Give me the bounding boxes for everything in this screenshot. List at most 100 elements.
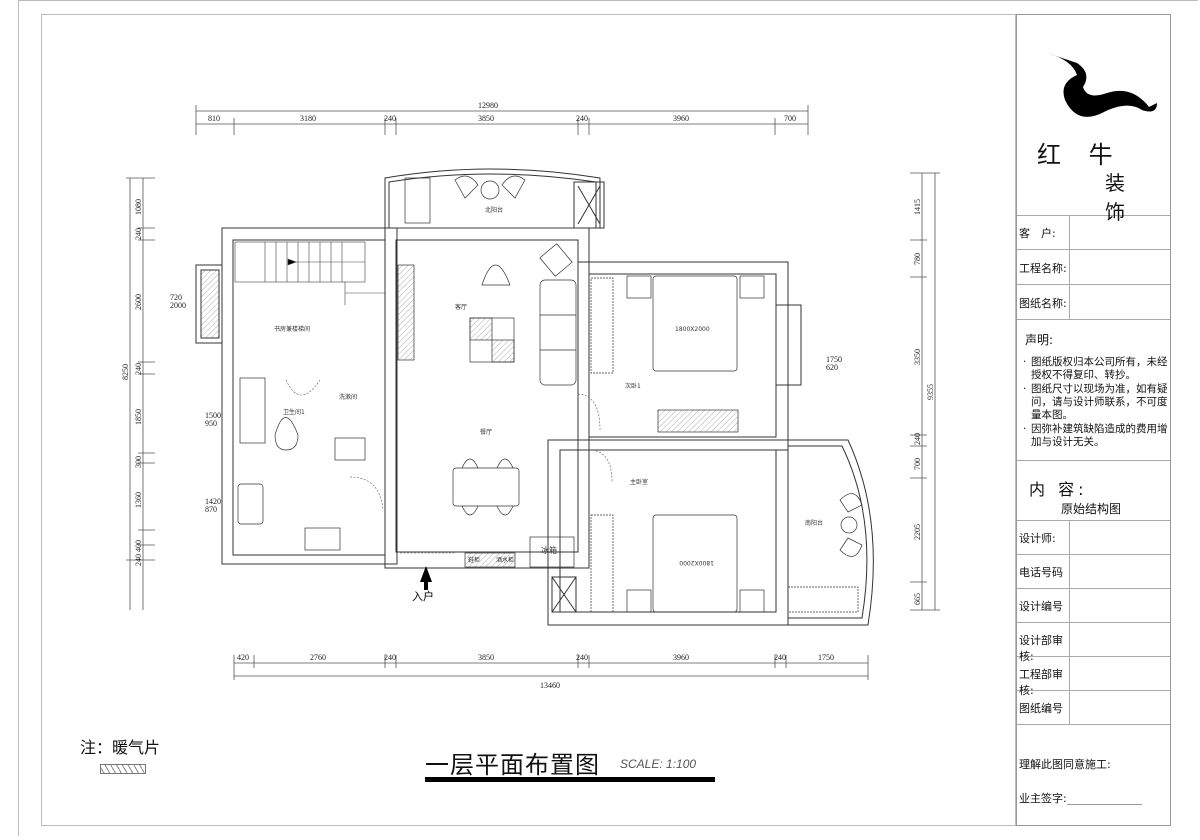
window-label-1b: 2000 [170, 301, 186, 310]
bull-logo-icon [1047, 53, 1157, 117]
window-label-3a: 1420 [205, 497, 221, 506]
fridge [529, 536, 575, 568]
field-design-no-label: 设计编号 [1019, 600, 1063, 613]
window-label-4b: 620 [826, 363, 838, 372]
dim-left-0: 1080 [134, 199, 143, 215]
field-design-review: 设计部审核: [1017, 622, 1171, 663]
field-phone-value [1069, 554, 1171, 588]
wall-bedroom2 [547, 439, 789, 626]
dim-top-5: 3960 [673, 114, 689, 123]
label-entrance: 入户 [412, 589, 434, 603]
field-client-value [1069, 215, 1171, 249]
staircase [234, 241, 385, 305]
dim-top-0: 810 [208, 114, 220, 123]
field-project-label: 工程名称: [1019, 262, 1067, 275]
radiator-note: 注：暖气片 [80, 738, 161, 757]
window-label-2a: 1500 [205, 411, 221, 420]
dim-top-6: 700 [784, 114, 796, 123]
field-design-review-value [1069, 622, 1171, 656]
label-cabinet: 酒水柜 [496, 556, 514, 564]
bay-window-right [775, 304, 802, 386]
field-drawing-no-label: 图纸编号 [1019, 702, 1063, 715]
label-living: 客厅 [455, 303, 467, 311]
field-project-value [1069, 250, 1171, 284]
declaration-item: 图纸尺寸以现场为准，如有疑问，请与设计师联系，不可度量本图。 [1023, 383, 1168, 422]
bed-2 [652, 514, 738, 613]
agree-label: 理解此图同意施工: [1019, 758, 1111, 771]
dim-top-2: 240 [384, 114, 396, 123]
field-drawing-no-value [1069, 690, 1171, 724]
label-south-balcony: 南阳台 [805, 519, 823, 527]
declaration-section: 声明: 图纸版权归本公司所有，未经授权不得复印、转抄。 图纸尺寸以现场为准，如有… [1017, 320, 1170, 461]
field-phone: 电话号码 [1017, 554, 1170, 589]
dim-right-total: 9355 [926, 384, 935, 400]
company-logo-area: 红 牛 装 饰 [1017, 15, 1170, 224]
dim-left-5: 300 [134, 456, 143, 468]
label-laundry: 洗漱间 [339, 393, 357, 401]
dim-top-3: 3850 [478, 114, 494, 123]
brand-name-line2: 装 饰 [1105, 171, 1133, 224]
declaration-title: 声明: [1025, 333, 1054, 347]
wardrobe-2 [590, 514, 614, 613]
drawing-scale: SCALE: 1:100 [620, 757, 697, 771]
stove [304, 527, 341, 551]
label-bed-size-2: 1800X2000 [679, 559, 714, 566]
content-value: 原始结构图 [1061, 502, 1122, 516]
dim-left-group: 8250 1080 240 2600 240 1850 300 1360 400… [121, 199, 143, 566]
entrance-arrow-icon [420, 566, 432, 590]
field-design-no: 设计编号 [1017, 588, 1170, 623]
field-drawing-name-label: 图纸名称: [1019, 297, 1067, 310]
dim-right-5: 2205 [913, 524, 922, 540]
label-bed-size-1: 1800X2000 [675, 326, 710, 333]
brand-name-line1: 红 牛 [1037, 141, 1123, 169]
floor-plan: 书房兼楼梯间 客厅 北阳台 次卧1 1800X2000 卫生间1 洗漱间 餐厅 … [121, 101, 940, 690]
dim-right-1: 780 [913, 253, 922, 265]
wardrobe-1 [590, 277, 614, 374]
window-label-1a: 720 [170, 293, 182, 302]
dim-bottom-2: 240 [384, 653, 396, 662]
dim-right-4: 700 [913, 458, 922, 470]
balcony-table [480, 180, 500, 200]
declaration-item: 图纸版权归本公司所有，未经授权不得复印、转抄。 [1023, 356, 1168, 382]
dim-left-total: 8250 [121, 364, 130, 380]
label-shoe-cabinet: 鞋柜 [468, 556, 480, 564]
title-underline [425, 777, 715, 782]
declaration-item: 因弥补建筑缺陷造成的费用增加与设计无关。 [1023, 423, 1168, 449]
dim-left-8: 240 [134, 554, 143, 566]
dim-bottom-5: 3960 [673, 653, 689, 662]
radiator-legend-symbol [100, 764, 146, 774]
owner-sign-line [1067, 804, 1142, 805]
field-drawing-name-value [1069, 285, 1171, 319]
label-north-balcony: 北阳台 [485, 206, 503, 214]
tv-wall-hatch [397, 264, 415, 361]
dim-left-2: 2600 [134, 294, 143, 310]
title-block: 红 牛 装 饰 客 户: 工程名称: 图纸名称: 声明: 图纸版权归本公司所有，… [1016, 14, 1171, 826]
drawing-frame [41, 14, 1016, 826]
label-bedroom-2: 主卧室 [630, 478, 648, 486]
bed-1 [652, 275, 738, 372]
dim-bottom-0: 420 [237, 653, 249, 662]
field-project: 工程名称: [1017, 250, 1170, 285]
armchair [481, 264, 511, 286]
wash-basin [334, 437, 366, 461]
field-client: 客 户: [1017, 215, 1170, 250]
dim-bottom-7: 1750 [818, 653, 834, 662]
dim-bottom-4: 240 [576, 653, 588, 662]
field-drawing-no: 图纸编号 [1017, 690, 1170, 725]
field-engineering-review-label: 工程部审核: [1019, 668, 1063, 697]
drawing-title: 一层平面布置图 [425, 751, 600, 779]
field-design-no-value [1069, 588, 1171, 622]
dim-top-total: 12980 [478, 101, 498, 110]
field-drawing-name: 图纸名称: [1017, 285, 1170, 320]
label-fridge: 冰箱 [541, 545, 557, 555]
field-design-review-label: 设计部审核: [1019, 634, 1063, 663]
dim-top-4: 240 [576, 114, 588, 123]
toilet [274, 417, 299, 451]
dim-left-4: 1850 [134, 409, 143, 425]
dim-bottom-total: 13460 [540, 681, 560, 690]
label-bathroom: 卫生间1 [283, 408, 305, 416]
wall-south-balcony [788, 439, 874, 626]
dim-right-6: 665 [913, 593, 922, 605]
field-designer: 设计师: [1017, 520, 1170, 555]
owner-sign-label: 业主签字: [1019, 792, 1067, 805]
